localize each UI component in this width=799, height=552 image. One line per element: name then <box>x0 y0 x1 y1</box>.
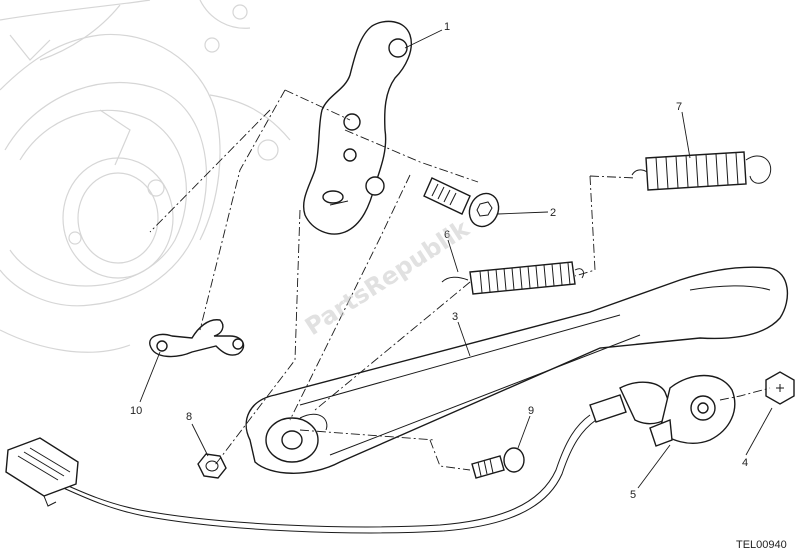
spring-part-6 <box>441 261 585 295</box>
screw-part-4 <box>765 371 795 405</box>
callout-2: 2 <box>550 207 556 219</box>
leader-lines <box>139 29 773 489</box>
harness-connector <box>5 437 79 507</box>
drawing-code: TEL00940 <box>736 539 787 551</box>
bolt-part-9 <box>471 447 525 479</box>
callout-numbers: 1 2 3 4 5 6 7 8 9 10 <box>130 21 748 501</box>
callout-7: 7 <box>676 101 682 113</box>
callout-8: 8 <box>186 411 192 423</box>
callout-5: 5 <box>630 489 636 501</box>
cable-clip-part-10 <box>149 319 245 358</box>
callout-3: 3 <box>452 311 458 323</box>
stand-bracket-part-1 <box>303 20 412 235</box>
callout-4: 4 <box>742 457 748 469</box>
nut-part-8 <box>197 453 227 479</box>
callout-10: 10 <box>130 405 142 417</box>
spring-part-7 <box>631 151 772 191</box>
assembly-lines <box>149 89 771 471</box>
callout-9: 9 <box>528 405 534 417</box>
side-stand-leg-part-3 <box>245 266 789 474</box>
engine-cover-outline <box>0 0 291 353</box>
callout-6: 6 <box>444 229 450 241</box>
stand-switch-part-5 <box>29 374 736 534</box>
callout-1: 1 <box>444 21 450 33</box>
bolt-part-2 <box>423 177 500 228</box>
